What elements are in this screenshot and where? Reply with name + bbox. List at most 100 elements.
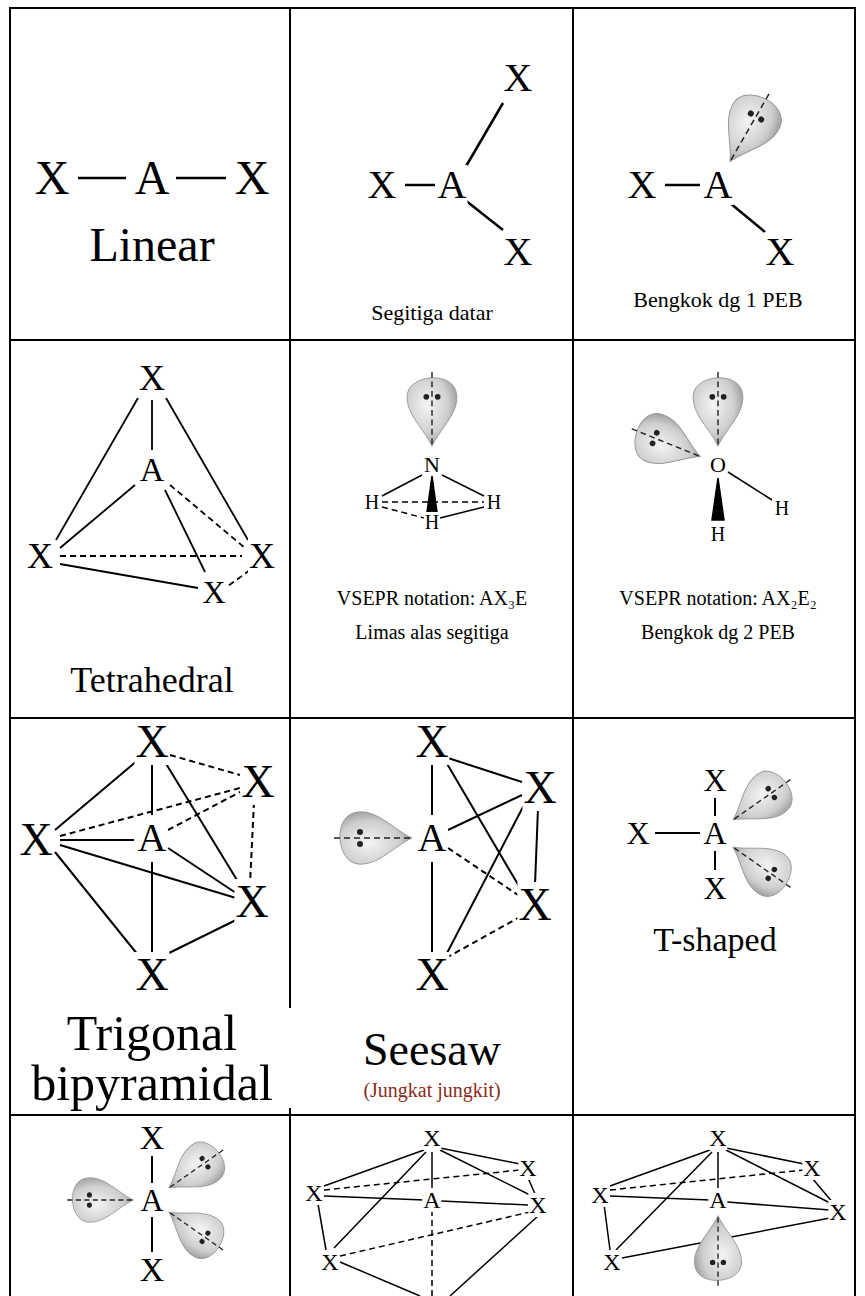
atom-symbol: X [702, 872, 727, 904]
pyramid-edges [727, 1202, 830, 1210]
ammonia-bonds [440, 507, 484, 518]
seesaw-edges [431, 765, 433, 815]
bipyramid-edges [170, 755, 240, 775]
bond-lines [465, 200, 503, 230]
atom-symbol: H [364, 492, 380, 512]
shape-caption: T-shaped [652, 923, 777, 957]
bipyramid-edges [165, 918, 240, 955]
bond-lines [78, 177, 126, 180]
table-grid [572, 8, 574, 1296]
atom-symbol: H [710, 524, 726, 544]
table-grid [10, 339, 855, 341]
atom-symbol: A [437, 165, 468, 205]
pyramid-edges [717, 1152, 719, 1190]
shape-caption: Tetrahedral [69, 662, 234, 698]
octahedron-edges [450, 1216, 538, 1296]
atom-symbol: X [304, 1181, 323, 1205]
water-bonds [728, 472, 772, 500]
seesaw-edges [448, 758, 522, 782]
tetrahedron-edges [60, 485, 135, 548]
atom-symbol: X [26, 538, 54, 574]
t-shape-bonds [151, 1217, 153, 1252]
bipyramid-edges [151, 862, 153, 955]
atom-symbol: X [802, 1156, 821, 1180]
octahedron-edges [318, 1204, 326, 1250]
pyramid-edges [604, 1204, 610, 1250]
atom-symbol: A [134, 154, 171, 202]
octahedron-edges [431, 1210, 433, 1296]
atom-symbol: X [414, 719, 449, 765]
lone-pair [156, 1194, 236, 1268]
shape-caption: VSEPR notation: AX₂E₂ [618, 588, 817, 608]
octahedron-edges [340, 1262, 420, 1296]
seesaw-edges [535, 808, 538, 885]
atom-symbol: X [139, 1253, 166, 1287]
t-shape-bonds [151, 1156, 153, 1183]
bond-lines [405, 184, 435, 187]
atom-symbol: X [414, 952, 449, 998]
atom-symbol: X [240, 759, 275, 805]
pyramid-edges [616, 1152, 712, 1250]
bipyramid-edges [55, 755, 254, 955]
ammonia-bonds [427, 476, 437, 512]
atom-symbol: X [517, 882, 552, 928]
tetrahedron-edges [228, 570, 250, 586]
lone-pair [719, 760, 803, 839]
table-grid [10, 1114, 855, 1116]
tetrahedron-edges [151, 400, 153, 450]
bipyramid-edges [250, 802, 254, 884]
ammonia-bonds [442, 475, 484, 496]
seesaw-edges [446, 918, 518, 958]
atom-symbol: N [423, 454, 441, 476]
shape-caption: VSEPR notation: AX₃E [336, 588, 528, 608]
bipyramid-edges [55, 760, 138, 830]
atom-symbol: A [139, 453, 166, 487]
atom-symbol: X [765, 232, 796, 272]
shape-caption: Bengkok dg 2 PEB [640, 622, 796, 642]
table-grid [10, 8, 855, 1296]
pyramid-edges [610, 1170, 804, 1190]
atom-symbol: X [134, 952, 169, 998]
bipyramid-edges [168, 848, 236, 893]
atom-symbol: X [503, 232, 534, 272]
water-bonds [712, 478, 724, 520]
atom-symbol: X [139, 1121, 166, 1155]
atom-symbol: X [503, 58, 534, 98]
atom-symbol: X [234, 154, 271, 202]
atom-symbol: X [248, 538, 276, 574]
atom-symbol: X [201, 576, 226, 608]
atom-symbol: X [528, 1193, 547, 1217]
bipyramid-edges [168, 792, 240, 830]
atom-symbol: H [486, 492, 502, 512]
atom-symbol: X [702, 764, 727, 796]
atom-symbol: X [708, 1126, 727, 1150]
octahedron-edges [324, 1170, 520, 1190]
t-shape-bonds [714, 798, 716, 816]
seesaw-edges [446, 805, 524, 955]
lone-pair [694, 1216, 741, 1286]
atom-symbol: H [424, 512, 440, 532]
octahedron-edges [431, 1152, 433, 1190]
lone-pair [693, 372, 743, 446]
atom-symbol: A [422, 1188, 441, 1212]
bond-lines [665, 184, 700, 187]
tetrahedron-edges [60, 555, 242, 557]
bipyramid-edges [165, 762, 240, 885]
pyramid-edges [610, 1196, 710, 1200]
atom-symbol: X [18, 817, 53, 863]
atom-symbol: X [367, 165, 398, 205]
octahedron-edges [318, 1148, 538, 1296]
tetrahedron-edges [165, 490, 205, 572]
atom-symbol: X [522, 765, 557, 811]
bond-lines [176, 177, 226, 180]
lone-pair [156, 1132, 236, 1206]
lone-pair [719, 828, 803, 907]
atom-symbol: H [774, 498, 790, 518]
atom-symbol: O [709, 454, 727, 476]
octahedron-edges [324, 1196, 424, 1200]
shape-caption: Bengkok dg 1 PEB [632, 289, 803, 311]
atom-symbol: A [139, 1184, 164, 1216]
seesaw-edges [431, 862, 433, 952]
shape-caption: Limas alas segitiga [354, 622, 509, 642]
atom-symbol: X [34, 154, 71, 202]
